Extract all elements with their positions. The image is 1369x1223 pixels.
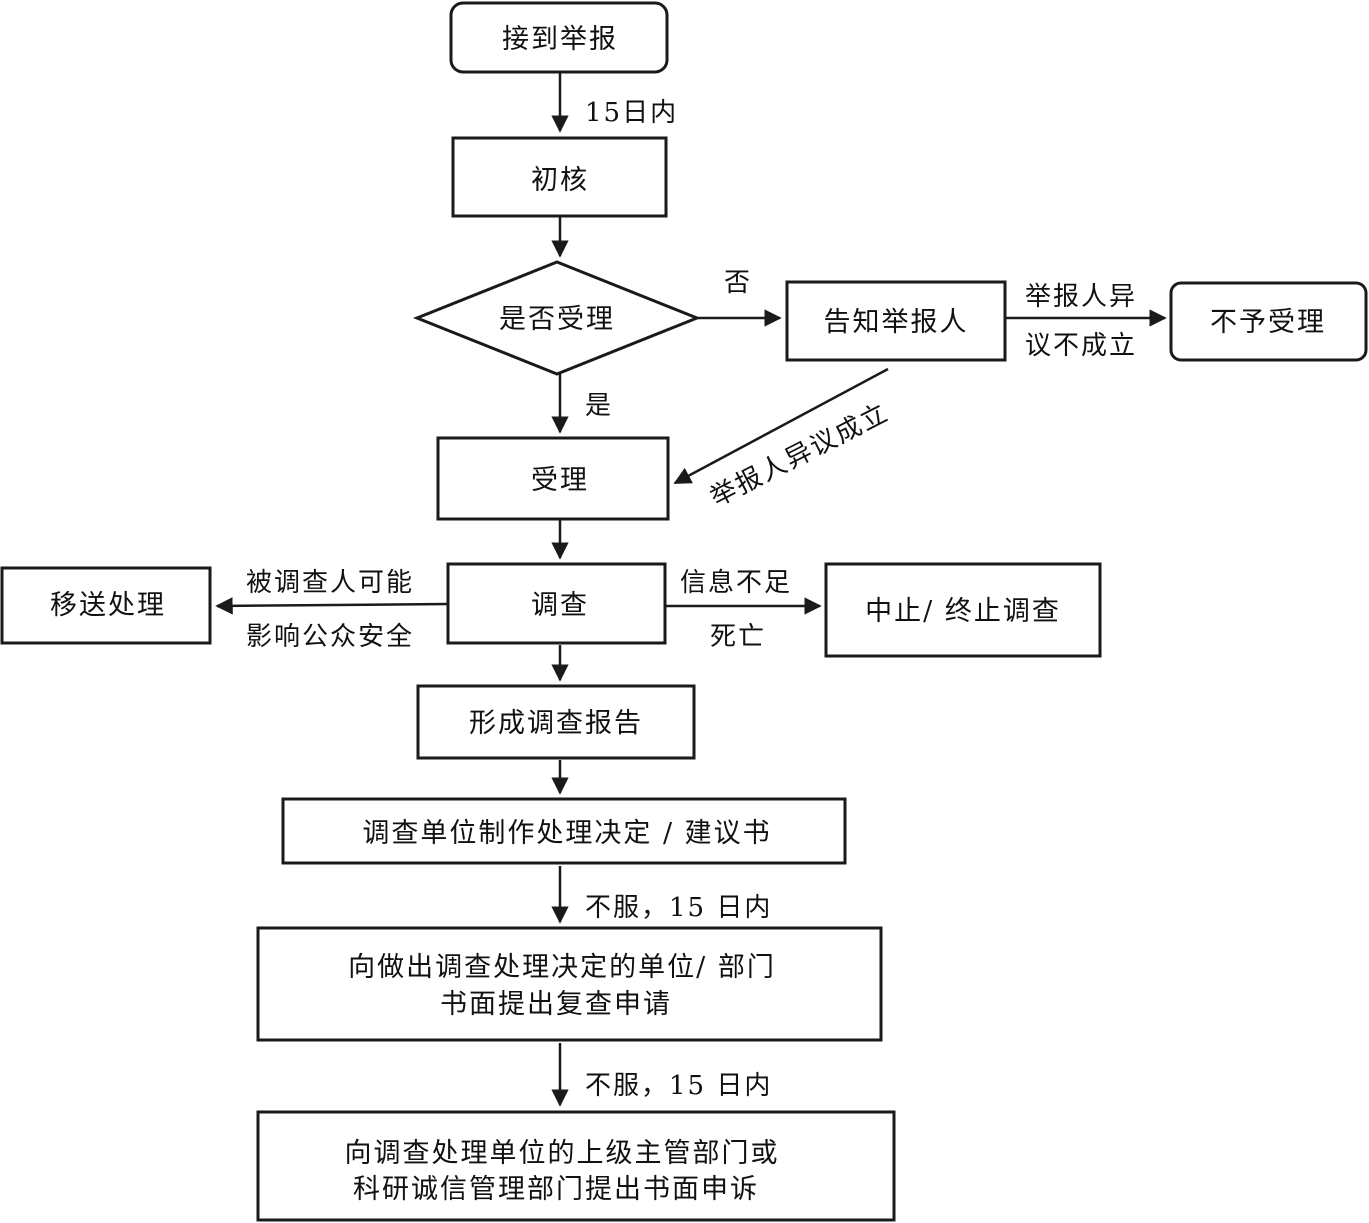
node-initial-review <box>451 136 668 218</box>
node-accepted-label: 受理 <box>531 465 589 496</box>
node-suspend-terminate <box>824 562 1102 658</box>
label-transfer-line1: 被调查人可能 <box>246 568 414 598</box>
node-accepted <box>436 436 670 521</box>
node-decision-doc-label: 调查单位制作处理决定 / 建议书 <box>362 818 771 849</box>
label-transfer-line2: 影响公众安全 <box>246 622 414 652</box>
node-review-request-line1: 向做出调查处理决定的单位/ 部门 <box>348 952 776 983</box>
node-initial-review-label: 初核 <box>531 165 589 196</box>
node-accept-decision <box>412 260 702 376</box>
node-investigate-label: 调查 <box>531 590 589 621</box>
node-not-accepted <box>1169 281 1368 362</box>
label-disagree-15-days-1: 不服，15 日内 <box>585 893 772 923</box>
label-disagree-15-days-2: 不服，15 日内 <box>585 1071 772 1101</box>
edge-investigate-to-transfer <box>215 597 449 615</box>
node-notify-reporter <box>785 280 1007 362</box>
label-yes: 是 <box>585 391 613 421</box>
label-objection-fail-line1: 举报人异 <box>1025 282 1137 312</box>
node-review-request <box>256 926 883 1042</box>
node-transfer <box>0 566 212 645</box>
node-transfer-label: 移送处理 <box>50 590 166 621</box>
node-investigate <box>446 562 667 645</box>
node-receive-report <box>449 1 669 74</box>
node-review-request-line2: 书面提出复查申请 <box>440 989 672 1020</box>
label-no: 否 <box>724 268 752 298</box>
node-decision-doc <box>281 797 847 865</box>
label-within-15-days: 15日内 <box>585 98 678 128</box>
node-form-report <box>416 684 696 760</box>
node-receive-report-label: 接到举报 <box>502 24 618 55</box>
label-objection-fail-line2: 议不成立 <box>1025 331 1137 361</box>
node-notify-reporter-label: 告知举报人 <box>824 307 969 338</box>
node-appeal-line1: 向调查处理单位的上级主管部门或 <box>345 1138 780 1169</box>
node-appeal-line2: 科研诚信管理部门提出书面申诉 <box>353 1174 759 1205</box>
node-accept-decision-label: 是否受理 <box>499 304 615 335</box>
node-appeal <box>256 1110 896 1222</box>
edge-notify-to-accepted <box>673 367 889 485</box>
node-suspend-terminate-label: 中止/ 终止调查 <box>865 596 1061 627</box>
node-form-report-label: 形成调查报告 <box>469 708 643 739</box>
label-suspend-line1: 信息不足 <box>680 568 792 598</box>
label-suspend-line2: 死亡 <box>710 622 766 652</box>
node-not-accepted-label: 不予受理 <box>1210 307 1326 338</box>
